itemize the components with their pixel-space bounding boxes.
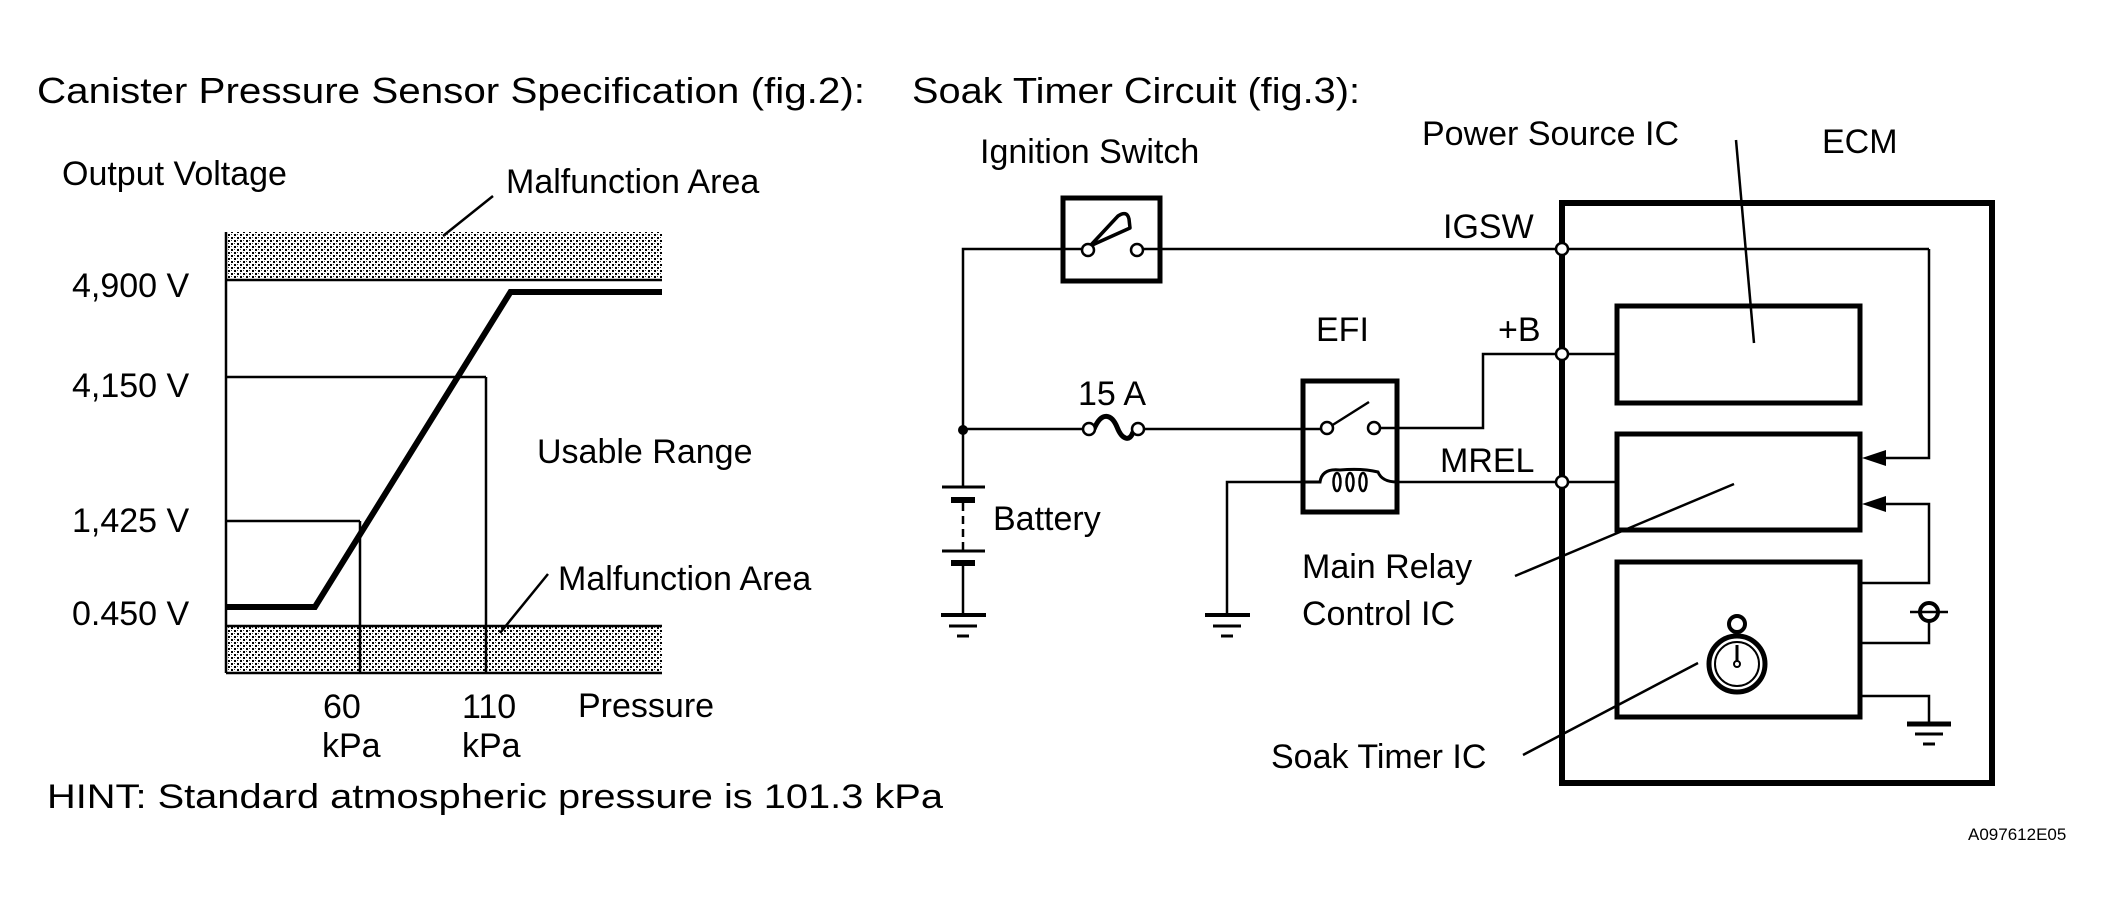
malfunction-bottom-label: Malfunction Area: [558, 560, 811, 598]
timer-arrow-icon: [1862, 496, 1886, 512]
battery-label: Battery: [993, 500, 1101, 538]
fuse-terminal: [1081, 421, 1097, 437]
figure-id: A097612E05: [1968, 825, 2066, 844]
soak-timer-ic-label: Soak Timer IC: [1271, 738, 1486, 776]
b-terminal: [1554, 346, 1570, 362]
x-tick-unit: kPa: [322, 727, 381, 765]
ignition-key-lever-icon: [1088, 211, 1132, 248]
main-relay-leader: [1514, 482, 1735, 578]
main-relay-control-ic-box: [1614, 431, 1863, 533]
x-axis-label: Pressure: [578, 687, 714, 725]
malfunction-band-bottom: [227, 626, 662, 673]
igsw-arrow-icon: [1862, 450, 1886, 466]
igsw-terminal-label: IGSW: [1443, 208, 1534, 246]
sensor-terminal-icon: [1910, 601, 1948, 623]
soak-timer-ic-box: [1614, 559, 1863, 720]
timer-sensor-wire: [1860, 621, 1931, 645]
b-wire: [1380, 352, 1617, 430]
power-source-ic-label: Power Source IC: [1422, 115, 1679, 153]
relay-ground-icon: [1205, 613, 1250, 638]
soak-timer-circuit: Soak Timer Circuit (fig.3): Ignition Swi…: [912, 70, 1995, 786]
fig2-title: Canister Pressure Sensor Specification (…: [37, 70, 865, 111]
y-tick-label: 4,150 V: [72, 367, 190, 405]
fuse-label: 15 A: [1078, 375, 1146, 413]
hint-text: HINT: Standard atmospheric pressure is 1…: [47, 778, 943, 816]
power-source-ic-box: [1614, 303, 1863, 406]
malfunction-top-leader: [442, 195, 494, 237]
igsw-terminal: [1554, 241, 1570, 257]
y-axis-label: Output Voltage: [62, 155, 287, 193]
coil-ground-wire: [1225, 480, 1303, 615]
y-tick-label: 4,900 V: [72, 267, 190, 305]
fuse-terminal: [1130, 421, 1146, 437]
ecm-box: [1559, 200, 1995, 786]
y-tick-label: 1,425 V: [72, 502, 190, 540]
power-source-leader: [1734, 139, 1756, 344]
ignition-switch-label: Ignition Switch: [980, 133, 1199, 171]
ignition-switch: [1060, 195, 1163, 284]
ecm-ground-icon: [1907, 721, 1951, 746]
main-relay-ic-label-2: Control IC: [1302, 595, 1455, 633]
x-tick-unit: kPa: [462, 727, 521, 765]
y-tick-label: 0.450 V: [72, 595, 190, 633]
b-terminal-label: +B: [1498, 311, 1541, 349]
malfunction-bottom-leader: [499, 573, 549, 634]
sensor-output-curve: [226, 289, 662, 610]
ecm-label: ECM: [1822, 123, 1898, 161]
igsw-wire: [961, 247, 1063, 431]
fuse-icon: [1091, 413, 1136, 441]
soak-timer-leader: [1522, 661, 1699, 757]
malfunction-band-top: [227, 232, 662, 280]
efi-relay-box: [1300, 378, 1400, 515]
fig3-title: Soak Timer Circuit (fig.3):: [912, 70, 1360, 111]
igsw-internal-wire: [1885, 249, 1931, 460]
timer-ground-wire: [1860, 694, 1931, 723]
sensor-spec-chart: Canister Pressure Sensor Specification (…: [37, 70, 943, 816]
x-tick-value: 60: [323, 688, 361, 726]
usable-range-label: Usable Range: [537, 433, 752, 471]
efi-relay: [1300, 378, 1400, 515]
reference-lines: [226, 375, 488, 673]
battery-ground-icon: [941, 613, 986, 638]
main-relay-ic-label: Main Relay: [1302, 548, 1472, 586]
malfunction-top-label: Malfunction Area: [506, 163, 759, 201]
ignition-switch-box: [1060, 195, 1163, 284]
mrel-terminal-label: MREL: [1440, 442, 1534, 480]
relay-coil-icon: [1303, 467, 1398, 484]
efi-relay-label: EFI: [1316, 311, 1369, 349]
battery-icon: [942, 485, 985, 615]
stopwatch-icon: [1706, 614, 1768, 695]
x-tick-value: 110: [462, 688, 516, 726]
timer-signal-wire: [1860, 502, 1931, 585]
mrel-terminal: [1554, 474, 1570, 490]
